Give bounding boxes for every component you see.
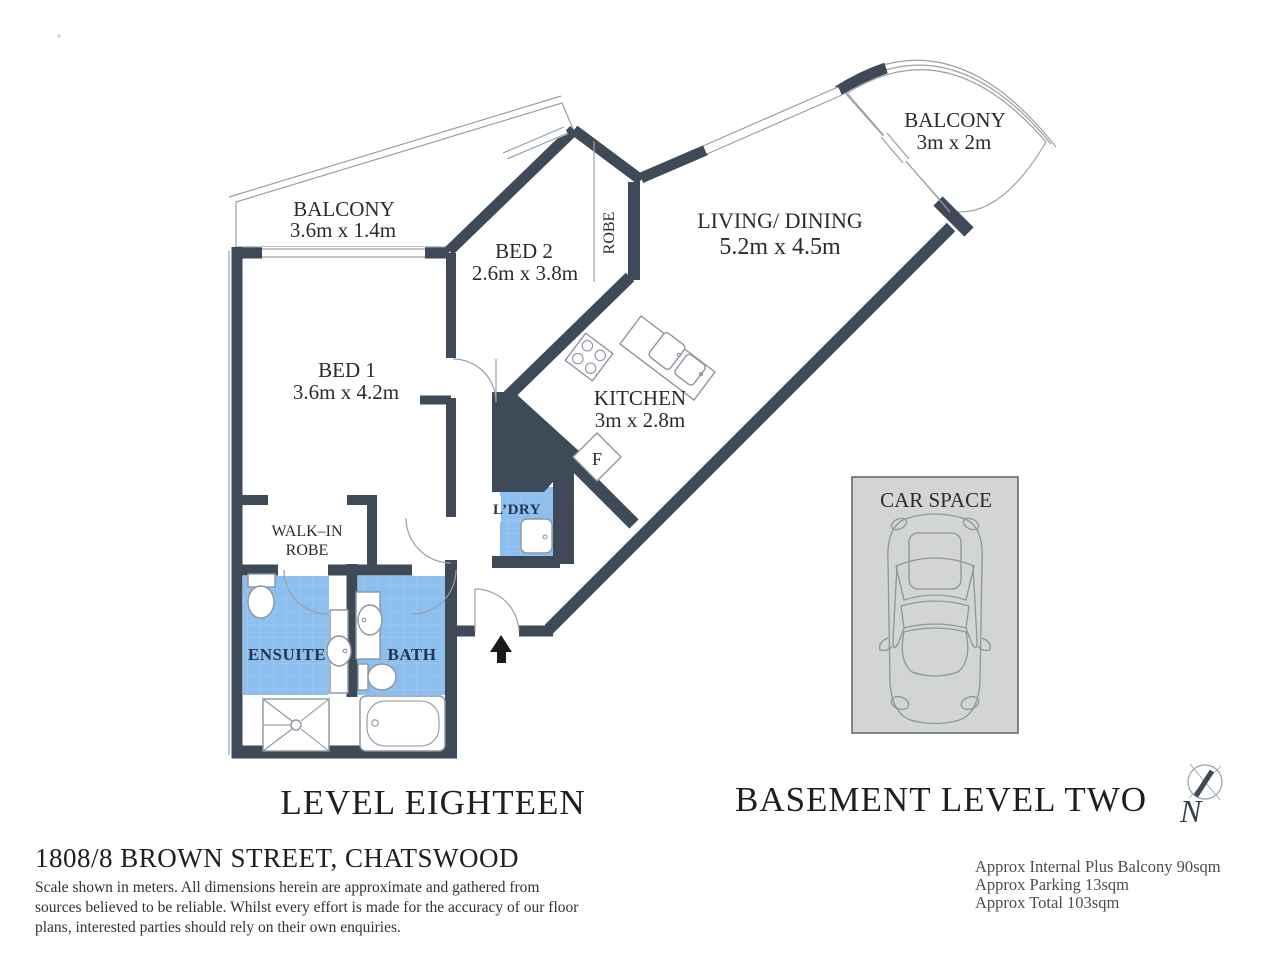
car-icon [879, 513, 991, 725]
laundry-label: L’DRY [493, 502, 541, 518]
walkin-robe-label-1: WALK–IN [271, 523, 343, 540]
disclaimer-line-1: Scale shown in meters. All dimensions he… [35, 879, 539, 896]
basement-caption: BASEMENT LEVEL TWO [735, 780, 1147, 819]
ensuite-basin-icon [326, 635, 352, 667]
bathtub-icon [359, 695, 446, 752]
living-dining-label: LIVING/ DINING [697, 208, 863, 233]
kitchen-sink [648, 332, 686, 370]
level-caption: LEVEL EIGHTEEN [280, 783, 585, 822]
car-space-label: CAR SPACE [880, 488, 992, 512]
compass: N [1179, 763, 1223, 829]
bed1-dims: 3.6m x 4.2m [293, 380, 399, 404]
washer-icon [520, 518, 553, 554]
disclaimer-line-3: plans, interested parties should rely on… [35, 919, 401, 936]
compass-needle [1193, 769, 1215, 798]
bath-toilet-tank [357, 663, 369, 691]
walls [228, 62, 974, 759]
balcony-left-dims: 3.6m x 1.4m [290, 218, 396, 242]
kitchen-sink-2 [674, 353, 706, 386]
bed1-label: BED 1 [318, 358, 376, 382]
bed2-dims: 2.6m x 3.8m [472, 261, 578, 285]
compass-north-label: N [1179, 793, 1203, 829]
area-parking: Approx Parking 13sqm [975, 875, 1129, 894]
living-dining-dims: 5.2m x 4.5m [719, 234, 841, 260]
doors [283, 358, 520, 632]
bed2-label: BED 2 [495, 239, 553, 263]
fridge-icon [572, 432, 622, 482]
bath-label: BATH [388, 645, 437, 664]
kitchen-dims: 3m x 2.8m [595, 408, 685, 432]
area-internal: Approx Internal Plus Balcony 90sqm [975, 857, 1221, 876]
walkin-robe-label-2: ROBE [286, 542, 329, 559]
fridge-label: F [592, 449, 602, 469]
kitchen-label: KITCHEN [594, 386, 686, 410]
ensuite-toilet-tank [247, 573, 276, 588]
car-space: CAR SPACE [851, 476, 1019, 734]
area-total: Approx Total 103sqm [975, 893, 1119, 912]
bath-toilet-icon [367, 663, 397, 691]
bathtub-inner [366, 700, 440, 747]
balcony-top-left [228, 95, 575, 248]
fixtures [247, 518, 553, 752]
ensuite-toilet-icon [247, 585, 275, 619]
bath-basin-icon [357, 604, 383, 636]
print-speck [57, 34, 61, 38]
entry-arrow-icon [490, 635, 512, 663]
footer: LEVEL EIGHTEEN BASEMENT LEVEL TWO 1808/8… [35, 780, 1221, 936]
room-labels: BALCONY 3.6m x 1.4m BED 2 2.6m x 3.8m RO… [248, 108, 1006, 664]
windows [262, 86, 951, 259]
kitchen-fittings [564, 315, 716, 482]
balcony-right-label: BALCONY [904, 108, 1006, 132]
balcony-right-dims: 3m x 2m [917, 130, 992, 154]
level-18-plan: BALCONY 3.6m x 1.4m BED 2 2.6m x 3.8m RO… [228, 59, 1057, 759]
balcony-left-label: BALCONY [293, 197, 395, 221]
interior-wall-blocks [492, 272, 639, 568]
disclaimer-line-2: sources believed to be reliable. Whilst … [35, 899, 579, 916]
stove-icon [564, 332, 614, 382]
robe-label: ROBE [601, 212, 618, 255]
ensuite-label: ENSUITE [248, 645, 326, 664]
address: 1808/8 BROWN STREET, CHATSWOOD [35, 843, 519, 873]
